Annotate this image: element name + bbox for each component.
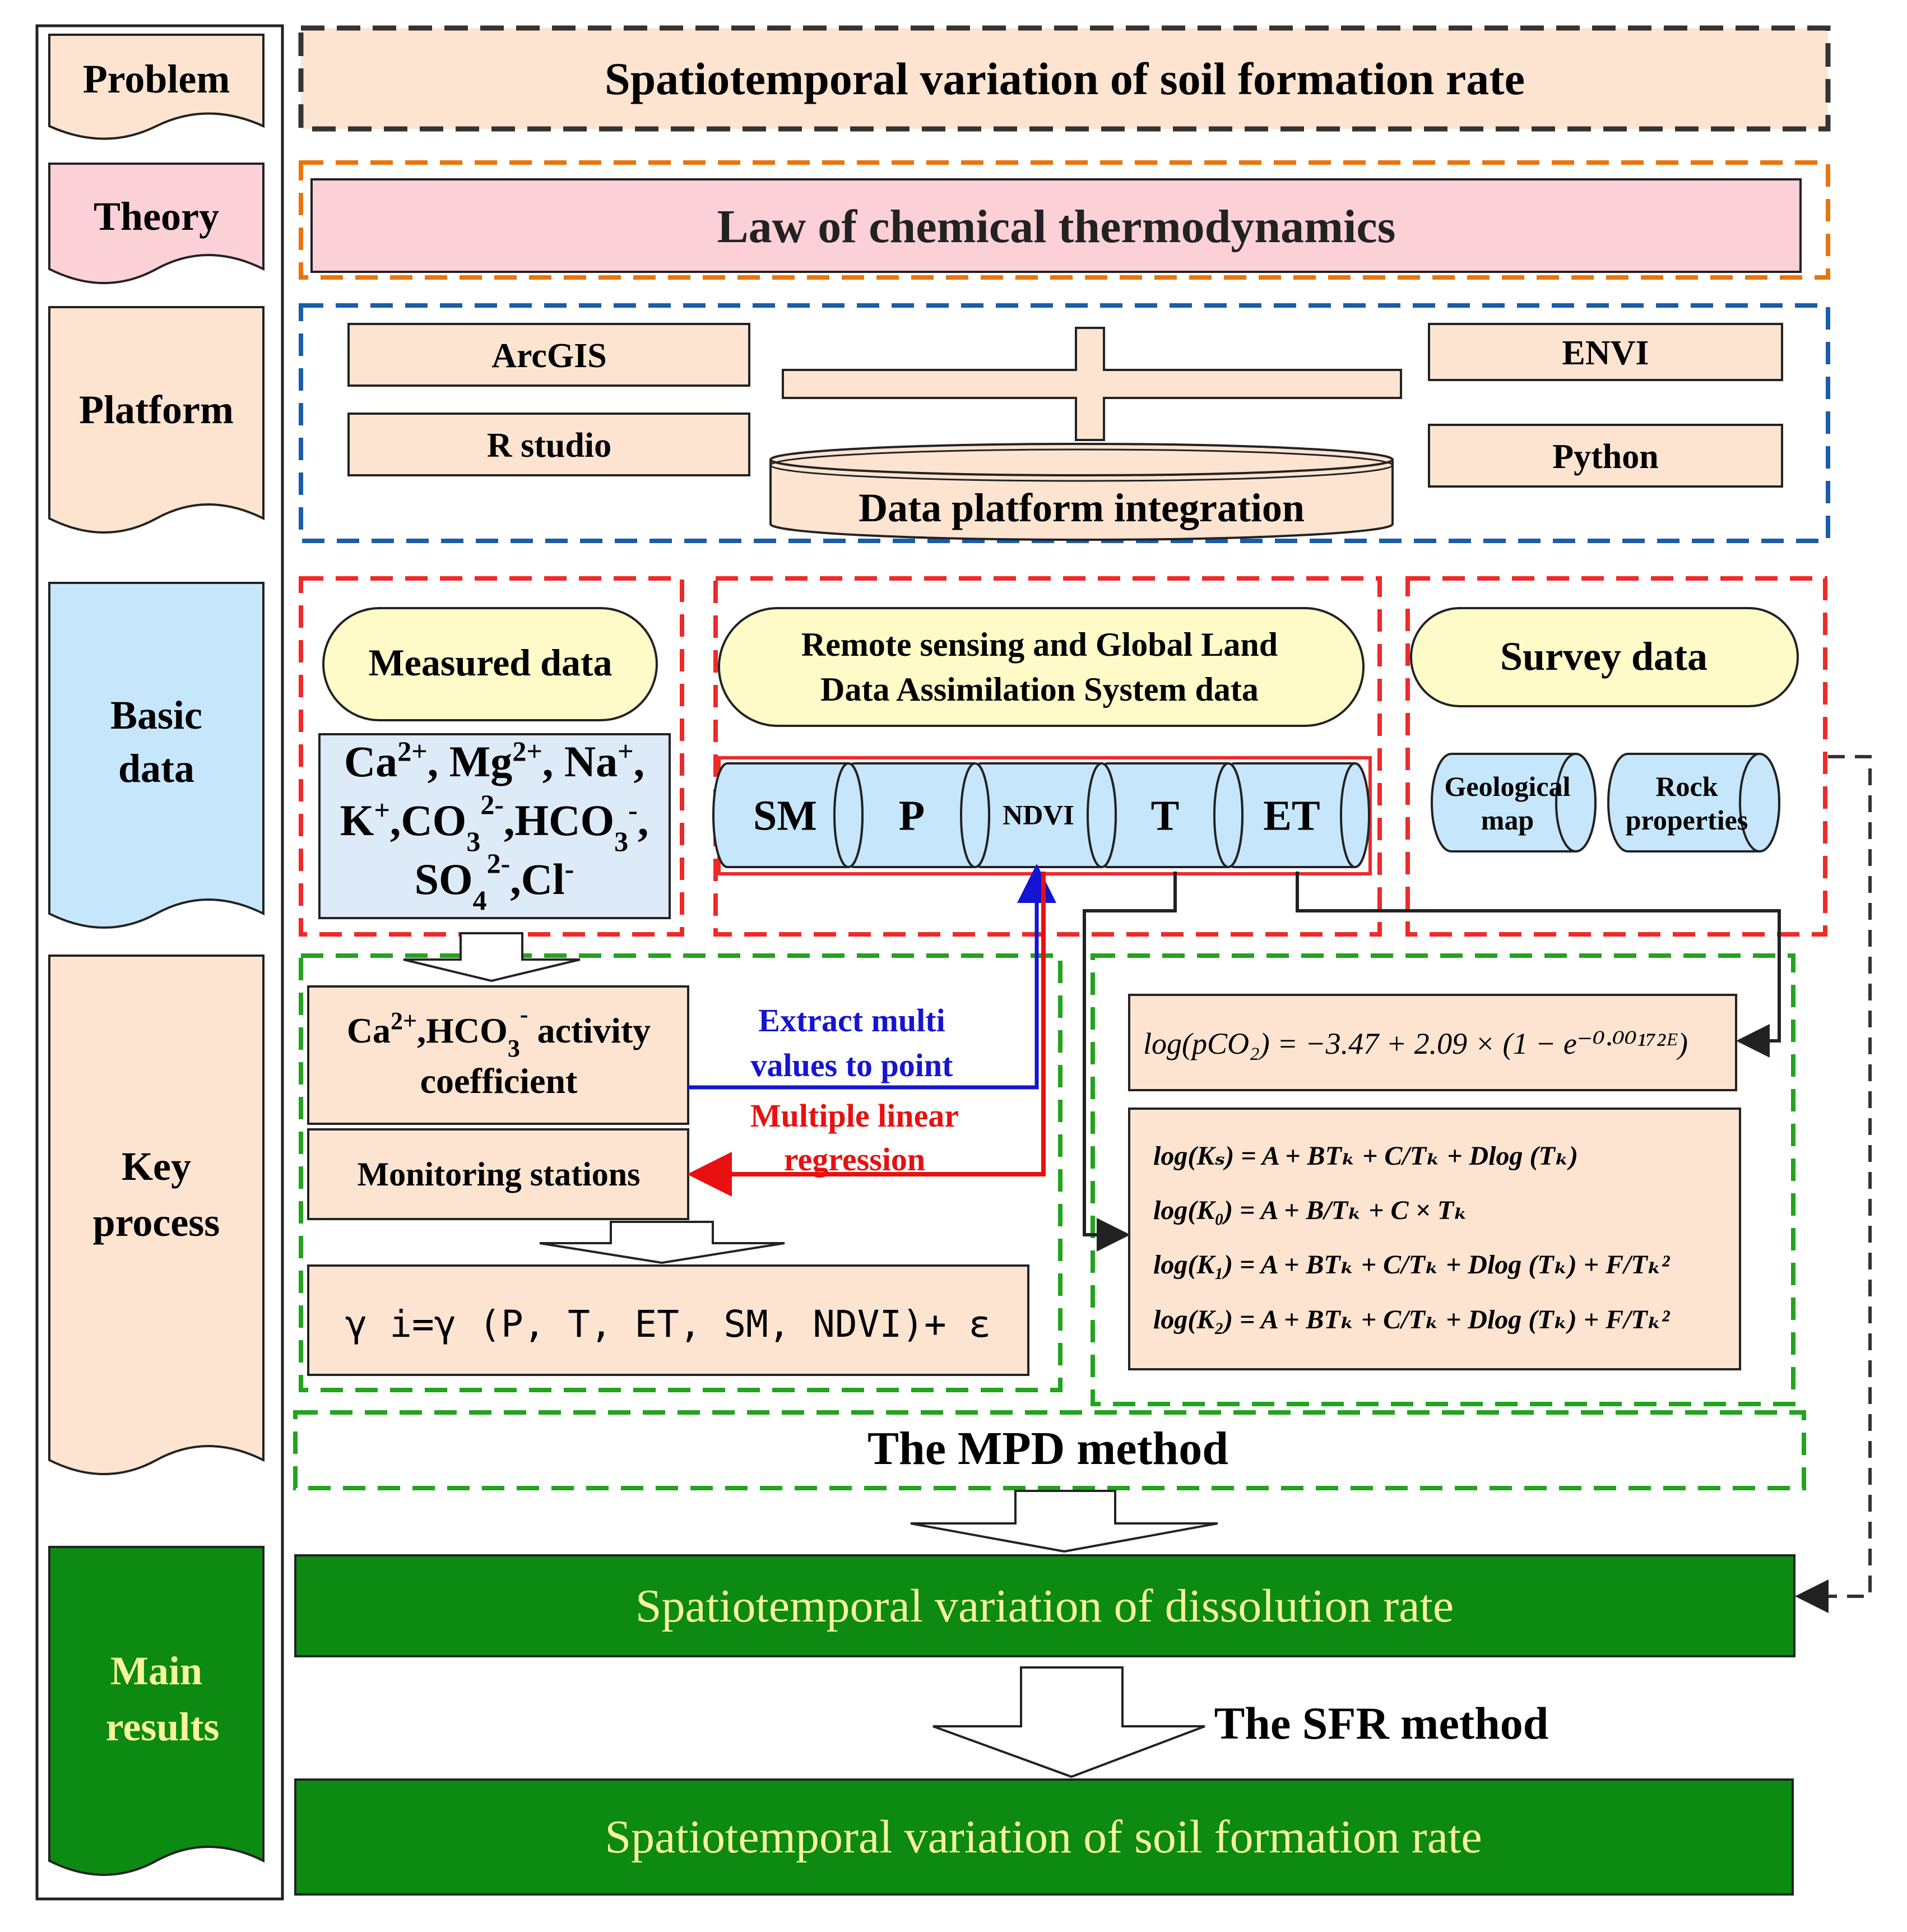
sidebar-main-label-2: results xyxy=(106,1704,220,1749)
cylinder-ndvi: NDVI xyxy=(966,762,1117,868)
pco2-formula: log(pCO₂) = −3.47 + 2.09 × (1 − e⁻⁰·⁰⁰¹⁷… xyxy=(1143,1027,1688,1060)
geological-map-cylinder: Geological map xyxy=(1431,753,1597,853)
rstudio-label: R studio xyxy=(487,427,611,465)
cylinder-p: P xyxy=(839,762,990,868)
survey-data-label: Survey data xyxy=(1500,634,1708,679)
cylinder-label-sm: SM xyxy=(753,793,817,840)
dissolution-rate-label: Spatiotemporal variation of dissolution … xyxy=(635,1580,1454,1632)
cylinder-label-p: P xyxy=(899,793,925,840)
problem-title: Spatiotemporal variation of soil formati… xyxy=(605,53,1525,104)
activity-coefficient-box: Ca2+,HCO3- activity coefficient xyxy=(307,985,689,1125)
sidebar-basic-label-2: data xyxy=(118,746,194,791)
equilibrium-formulas-box: log(Kₛ) = A + BTₖ + C/Tₖ + Dlog (Tₖ) log… xyxy=(1128,1108,1741,1370)
soil-formation-rate-box: Spatiotemporal variation of soil formati… xyxy=(294,1778,1794,1896)
ions-line-2: K+,CO32-,HCO3-, xyxy=(340,789,649,857)
sidebar-key-label-2: process xyxy=(93,1200,220,1245)
sidebar-problem: Problem xyxy=(48,34,265,140)
down-arrow-sfr xyxy=(932,1666,1205,1778)
sidebar-platform-label: Platform xyxy=(79,387,234,432)
k0-formula: log(K₀) = A + B/Tₖ + C × Tₖ xyxy=(1153,1196,1468,1225)
down-arrow-monitoring xyxy=(539,1221,785,1264)
pco2-formula-box: log(pCO₂) = −3.47 + 2.09 × (1 − e⁻⁰·⁰⁰¹⁷… xyxy=(1128,994,1737,1091)
rock-label-2: properties xyxy=(1626,804,1748,836)
sidebar-problem-label: Problem xyxy=(83,57,230,101)
sfr-method-label: The SFR method xyxy=(1214,1698,1549,1749)
sidebar-key-label-1: Key xyxy=(122,1144,191,1189)
python-label: Python xyxy=(1552,438,1658,476)
key-process-left-group: Ca2+,HCO3- activity coefficient Monitori… xyxy=(299,932,1062,1392)
cylinder-sm: SM xyxy=(712,762,864,868)
rstudio-box: R studio xyxy=(347,413,750,476)
sidebar-basic-label-1: Basic xyxy=(110,693,202,738)
gamma-formula-box: γ i=γ (P, T, ET, SM, NDVI)+ ε xyxy=(307,1264,1029,1376)
data-platform-integration: Data platform integration xyxy=(769,443,1394,541)
cylinder-label-t: T xyxy=(1151,793,1180,840)
extract-label-1: Extract multi xyxy=(758,1002,945,1039)
rock-label-1: Rock xyxy=(1655,771,1718,802)
theory-box: Law of chemical thermodynamics xyxy=(299,160,1830,280)
mpd-method-label: The MPD method xyxy=(867,1423,1228,1475)
cylinder-t: T xyxy=(1092,762,1244,868)
arcgis-box: ArcGIS xyxy=(347,323,750,387)
monitoring-stations-label: Monitoring stations xyxy=(357,1156,640,1193)
python-box: Python xyxy=(1428,424,1783,488)
mpd-method-bar: The MPD method xyxy=(293,1410,1806,1490)
connector-t-to-k xyxy=(1083,872,1177,1252)
sidebar-theory: Theory xyxy=(48,163,265,284)
k1-formula: log(K₁) = A + BTₖ + C/Tₖ + Dlog (Tₖ) + F… xyxy=(1153,1250,1671,1280)
geological-label-2: map xyxy=(1481,804,1534,836)
geological-label-1: Geological xyxy=(1445,771,1571,802)
cylinder-et: ET xyxy=(1219,762,1370,868)
key-process-right-group: log(pCO₂) = −3.47 + 2.09 × (1 − e⁻⁰·⁰⁰¹⁷… xyxy=(1091,953,1795,1406)
sidebar-theory-label: Theory xyxy=(94,194,219,239)
measured-data-group: Measured data Ca2+, Mg2+, Na+, K+,CO32-,… xyxy=(299,576,684,937)
soil-formation-rate-label: Spatiotemporal variation of soil formati… xyxy=(605,1811,1482,1863)
sidebar-key-process: Key process xyxy=(48,955,265,1475)
sidebar-basic-data: Basic data xyxy=(48,582,265,929)
remote-sensing-label-1: Remote sensing and Global Land xyxy=(801,626,1278,663)
platform-box: ArcGIS R studio ENVI Python Data platfor… xyxy=(299,303,1830,543)
theory-title: Law of chemical thermodynamics xyxy=(717,201,1396,253)
mlr-label-1: Multiple linear xyxy=(750,1097,959,1134)
extract-label-2: values to point xyxy=(751,1047,954,1083)
sidebar-platform: Platform xyxy=(48,306,265,534)
arcgis-label: ArcGIS xyxy=(491,337,607,375)
activity-coefficient-line-2: coefficient xyxy=(420,1061,578,1101)
down-arrow-ions xyxy=(403,932,581,983)
cylinder-row: ET T NDVI P SM xyxy=(712,762,1370,868)
connector-survey-to-dissolution xyxy=(1795,755,1872,1613)
envi-label: ENVI xyxy=(1562,334,1649,372)
mlr-label-2: regression xyxy=(784,1141,925,1178)
survey-data-group: Survey data Geological map Rock properti… xyxy=(1405,576,1827,937)
ks-formula: log(Kₛ) = A + BTₖ + C/Tₖ + Dlog (Tₖ) xyxy=(1153,1141,1578,1171)
k2-formula: log(K₂) = A + BTₖ + C/Tₖ + Dlog (Tₖ) + F… xyxy=(1153,1305,1671,1335)
envi-box: ENVI xyxy=(1428,323,1783,381)
measured-data-label: Measured data xyxy=(368,641,612,684)
remote-sensing-group: Remote sensing and Global Land Data Assi… xyxy=(712,576,1382,937)
dissolution-rate-box: Spatiotemporal variation of dissolution … xyxy=(294,1554,1795,1657)
cylinder-label-ndvi: NDVI xyxy=(1003,799,1074,831)
connector-et-to-pco2 xyxy=(1296,872,1781,1058)
cylinder-label-et: ET xyxy=(1263,793,1320,840)
rock-properties-cylinder: Rock properties xyxy=(1607,753,1780,853)
sidebar-main-label-1: Main xyxy=(110,1648,202,1693)
down-arrow-mpd xyxy=(910,1490,1218,1553)
ions-line-3: SO42-,Cl- xyxy=(415,847,574,916)
blue-connector-extract xyxy=(688,864,1056,1090)
integration-label: Data platform integration xyxy=(859,485,1305,530)
remote-sensing-label-2: Data Assimilation System data xyxy=(820,671,1259,708)
ions-line-1: Ca2+, Mg2+, Na+, xyxy=(344,735,644,786)
problem-box: Spatiotemporal variation of soil formati… xyxy=(298,25,1831,132)
plus-sign-icon xyxy=(782,327,1402,441)
monitoring-stations-box: Monitoring stations xyxy=(307,1128,689,1220)
activity-coefficient-line-1: Ca2+,HCO3- activity xyxy=(347,1000,651,1062)
sidebar-main-results: Main results xyxy=(48,1546,265,1876)
gamma-formula: γ i=γ (P, T, ET, SM, NDVI)+ ε xyxy=(345,1303,991,1346)
red-connector-regression xyxy=(687,872,1046,1197)
